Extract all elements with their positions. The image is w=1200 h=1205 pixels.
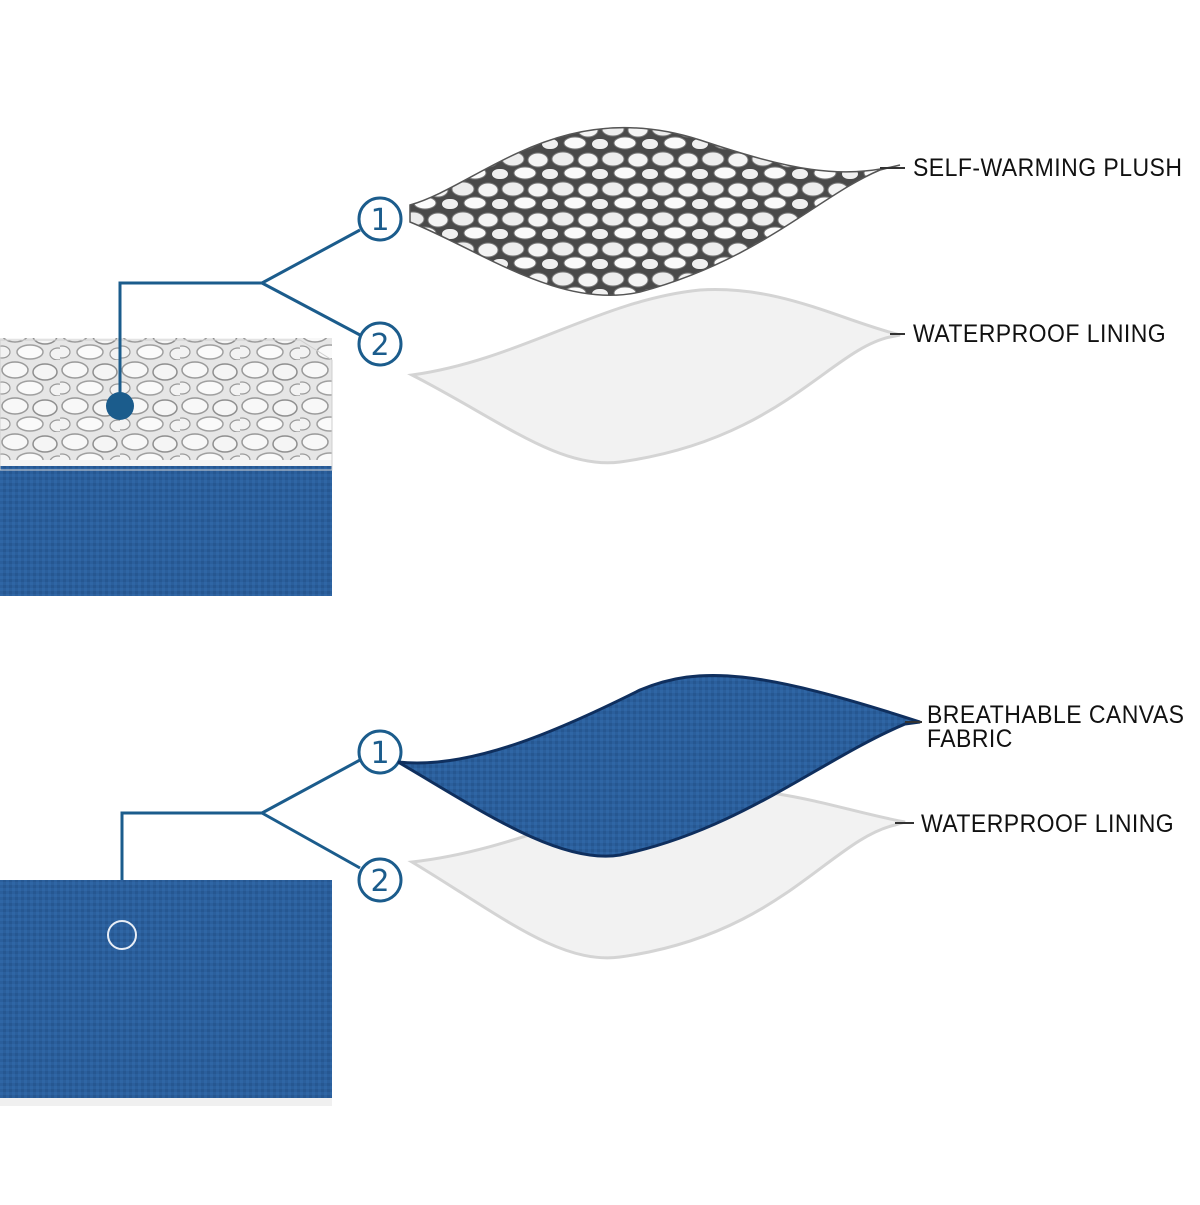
top-cushion xyxy=(0,338,333,596)
top-connector xyxy=(118,228,361,404)
top-callout-1-number: 1 xyxy=(370,203,389,238)
top-cushion-plush-surface xyxy=(0,338,332,466)
bottom-cushion-canvas xyxy=(0,880,332,1098)
label-waterproof-lining-bottom: WATERPROOF LINING xyxy=(921,810,1175,838)
bottom-callout-2: 2 xyxy=(357,857,403,903)
top-connector-branch-2 xyxy=(261,281,361,337)
label-waterproof-lining-top: WATERPROOF LINING xyxy=(913,320,1167,348)
top-callout-1-circle xyxy=(357,196,403,242)
bottom-anchor-ring xyxy=(107,920,137,950)
top-callout-2: 2 xyxy=(357,321,403,367)
top-anchor-dot xyxy=(106,392,134,420)
bottom-connector xyxy=(120,758,361,880)
top-callout-2-circle xyxy=(357,321,403,367)
top-callout-2-number: 2 xyxy=(370,328,389,363)
top-cushion-seam xyxy=(0,460,332,468)
label-self-warming-plush: SELF-WARMING PLUSH xyxy=(913,154,1183,182)
bottom-callout-1: 1 xyxy=(357,729,403,775)
bottom-connector-branch-2 xyxy=(261,811,361,870)
bottom-callout-2-circle xyxy=(357,857,403,903)
top-cushion-outline xyxy=(0,339,333,471)
top-connector-stem xyxy=(118,281,262,404)
bottom-callout-2-number: 2 xyxy=(370,864,389,899)
bottom-callout-1-circle xyxy=(357,729,403,775)
top-lining-layer-icon xyxy=(407,288,901,465)
bottom-callout-1-number: 1 xyxy=(370,736,389,771)
bottom-connector-branch-1 xyxy=(261,758,361,815)
top-cushion-canvas-side xyxy=(0,466,332,596)
label-breathable-canvas-line2: FABRIC xyxy=(927,725,1013,753)
plush-layer-icon xyxy=(409,126,901,297)
bottom-connector-stem xyxy=(120,811,262,880)
bottom-cushion xyxy=(0,880,332,1106)
top-connector-branch-1 xyxy=(261,228,361,285)
bottom-cushion-base xyxy=(0,1098,332,1106)
top-callout-1: 1 xyxy=(357,196,403,242)
label-breathable-canvas-line1: BREATHABLE CANVAS xyxy=(927,701,1185,729)
